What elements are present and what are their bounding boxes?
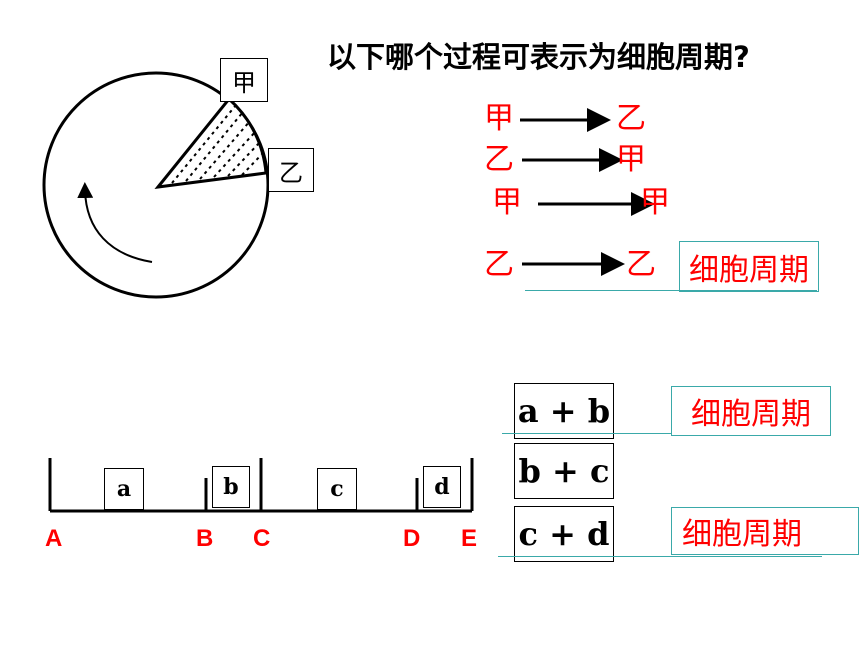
option-arrows [520, 108, 655, 276]
segment-a-label: a [116, 476, 132, 502]
point-B: B [196, 525, 214, 552]
option-2-from: 乙 [484, 142, 514, 177]
segment-b: b [212, 466, 250, 508]
label-jia: 甲 [232, 68, 256, 97]
segment-d-label: d [434, 474, 450, 500]
answer-ab: 细胞周期 [671, 386, 831, 436]
point-A: A [45, 525, 63, 552]
answer-cd-label: 细胞周期 [682, 517, 802, 552]
option-4-from: 乙 [484, 247, 514, 282]
point-D: D [403, 525, 421, 552]
sum-cd-label: c + d [518, 515, 610, 553]
sum-ab-underline [502, 433, 818, 434]
option-2-to: 甲 [616, 142, 646, 177]
answer-top-underline [525, 290, 817, 291]
point-C: C [253, 525, 271, 552]
answer-top-label: 细胞周期 [689, 252, 809, 288]
sum-bc: b + c [514, 443, 614, 499]
segment-c-label: c [330, 476, 344, 502]
segment-a: a [104, 468, 144, 510]
answer-cd: 细胞周期 [671, 507, 859, 555]
sum-cd: c + d [514, 506, 614, 562]
answer-ab-label: 细胞周期 [691, 397, 811, 432]
direction-arrow [77, 182, 153, 263]
sum-ab-label: a + b [517, 392, 611, 430]
segment-b-label: b [223, 474, 239, 500]
point-E: E [461, 525, 478, 552]
question-title: 以下哪个过程可表示为细胞周期? [327, 40, 750, 74]
segment-d: d [423, 466, 461, 508]
label-jia-box: 甲 [220, 58, 268, 102]
option-3-from: 甲 [492, 185, 522, 220]
label-yi: 乙 [279, 158, 303, 187]
segment-timeline [48, 458, 474, 513]
option-3-to: 甲 [640, 185, 670, 220]
segment-c: c [317, 468, 357, 510]
interphase-sector [154, 96, 268, 189]
answer-top: 细胞周期 [679, 241, 819, 292]
option-1-from: 甲 [484, 101, 514, 136]
option-4-to: 乙 [626, 247, 656, 282]
sum-ab: a + b [514, 383, 614, 439]
sum-cd-underline [498, 556, 822, 557]
label-yi-box: 乙 [268, 148, 314, 192]
option-1-to: 乙 [616, 101, 646, 136]
sum-bc-label: b + c [518, 452, 610, 490]
cell-cycle-circle-diagram [42, 71, 270, 299]
sector-dots [171, 104, 264, 184]
